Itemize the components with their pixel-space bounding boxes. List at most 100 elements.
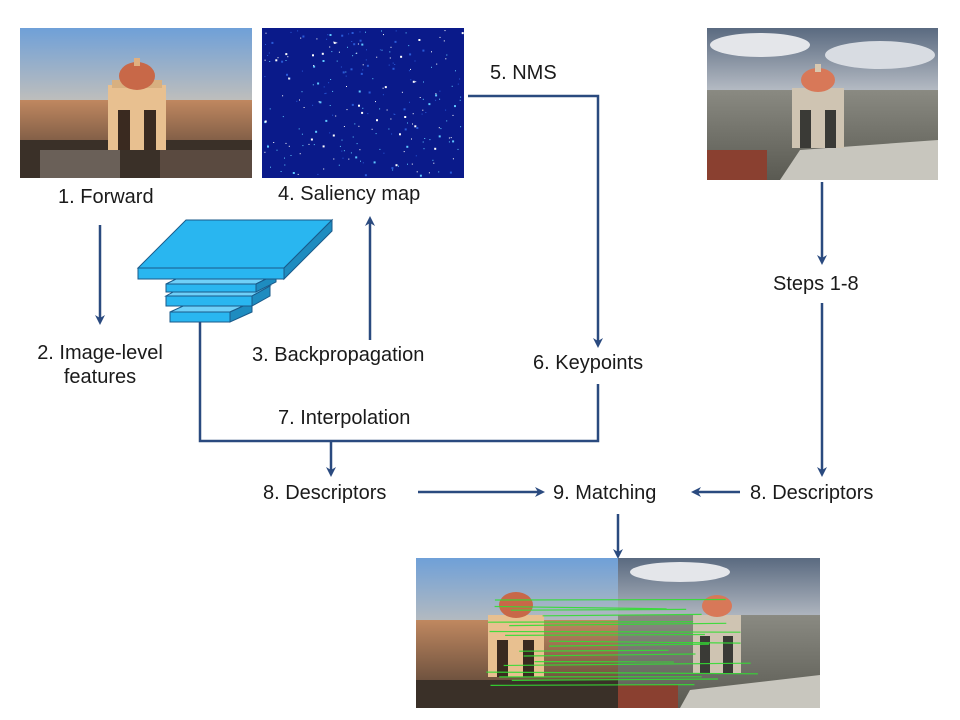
saliency-speckle <box>379 108 381 110</box>
saliency-speckle <box>406 145 409 148</box>
saliency-speckle <box>386 109 388 111</box>
match-line <box>494 605 667 610</box>
saliency-speckle <box>452 114 454 116</box>
saliency-speckle <box>328 82 330 84</box>
label-descriptors-right: 8. Descriptors <box>750 482 874 504</box>
saliency-speckle <box>331 51 333 53</box>
saliency-speckle <box>341 34 344 37</box>
saliency-speckle <box>438 127 440 129</box>
saliency-speckle <box>345 75 347 77</box>
saliency-speckle <box>321 52 324 55</box>
saliency-speckle <box>325 119 328 122</box>
saliency-speckle <box>457 83 459 85</box>
saliency-speckle <box>448 141 450 143</box>
saliency-speckle <box>390 118 392 120</box>
saliency-speckle <box>376 119 378 122</box>
saliency-speckle <box>315 130 318 133</box>
saliency-speckle <box>424 138 426 139</box>
saliency-speckle <box>416 127 419 129</box>
saliency-speckle <box>273 142 275 143</box>
saliency-speckle <box>299 99 300 101</box>
match-line <box>490 683 695 687</box>
saliency-speckle <box>381 30 382 32</box>
label-forward: 1. Forward <box>58 186 154 208</box>
saliency-speckle <box>358 90 361 93</box>
saliency-speckle <box>340 66 342 68</box>
saliency-speckle <box>421 113 423 115</box>
saliency-speckle <box>360 72 363 75</box>
saliency-speckle <box>410 68 411 70</box>
match-line <box>510 608 687 611</box>
saliency-speckle <box>332 134 335 137</box>
saliency-speckle <box>264 76 266 78</box>
saliency-speckle <box>264 120 267 123</box>
saliency-speckle <box>351 41 353 42</box>
match-line <box>505 633 705 637</box>
saliency-speckle <box>434 147 437 150</box>
saliency-speckle <box>422 109 424 111</box>
saliency-speckle <box>446 54 448 56</box>
saliency-speckle <box>271 41 274 44</box>
saliency-speckle <box>376 56 378 58</box>
match-line <box>511 678 719 682</box>
saliency-speckle <box>438 171 440 173</box>
saliency-speckle <box>392 169 394 171</box>
saliency-speckle <box>285 60 287 61</box>
saliency-speckle <box>411 138 412 140</box>
saliency-speckle <box>350 152 352 154</box>
saliency-speckle <box>375 101 376 103</box>
arrow-features-interp <box>198 322 331 443</box>
feature-map-stack <box>136 218 334 323</box>
saliency-speckle <box>333 41 336 44</box>
match-line <box>548 643 710 647</box>
saliency-speckle <box>360 160 361 162</box>
label-descriptors-left: 8. Descriptors <box>263 482 387 504</box>
saliency-speckle <box>343 126 345 127</box>
saliency-speckle <box>339 145 341 147</box>
saliency-speckle <box>302 145 304 147</box>
saliency-speckle <box>450 137 452 139</box>
saliency-speckle <box>452 158 454 160</box>
saliency-speckle <box>399 133 401 136</box>
saliency-speckle <box>292 172 295 174</box>
saliency-speckle <box>438 135 441 138</box>
saliency-speckle <box>323 168 325 170</box>
saliency-speckle <box>335 115 337 117</box>
saliency-speckle <box>440 128 442 130</box>
saliency-speckle <box>289 77 291 79</box>
saliency-speckle <box>284 164 286 166</box>
saliency-speckle <box>312 54 314 57</box>
label-steps-1-8: Steps 1-8 <box>773 273 859 295</box>
saliency-speckle <box>351 32 354 34</box>
saliency-speckle <box>439 98 441 100</box>
saliency-speckle <box>392 62 394 64</box>
saliency-speckle <box>416 171 418 173</box>
saliency-speckle <box>348 33 350 35</box>
saliency-speckle <box>277 57 279 59</box>
match-line <box>494 598 726 601</box>
saliency-speckle <box>286 73 288 76</box>
saliency-speckle <box>322 60 325 62</box>
saliency-speckle <box>264 151 266 153</box>
saliency-speckle <box>419 174 422 177</box>
saliency-speckle <box>359 39 362 42</box>
saliency-speckle <box>345 71 347 73</box>
saliency-speckle <box>317 82 320 85</box>
saliency-speckle <box>338 164 340 166</box>
match-line <box>487 621 694 623</box>
saliency-speckle <box>355 52 357 54</box>
saliency-speckle <box>435 94 438 97</box>
saliency-speckle <box>264 59 266 61</box>
saliency-speckle <box>362 107 364 109</box>
saliency-speckle <box>394 114 396 115</box>
saliency-speckle <box>410 79 412 81</box>
saliency-speckle <box>265 32 267 34</box>
saliency-speckle <box>358 104 360 107</box>
saliency-speckle <box>352 55 354 57</box>
saliency-speckle <box>359 149 361 151</box>
saliency-speckle <box>429 139 431 141</box>
saliency-speckle <box>422 141 424 143</box>
match-line <box>486 671 758 675</box>
saliency-speckle <box>412 113 414 115</box>
saliency-speckle <box>326 38 328 40</box>
